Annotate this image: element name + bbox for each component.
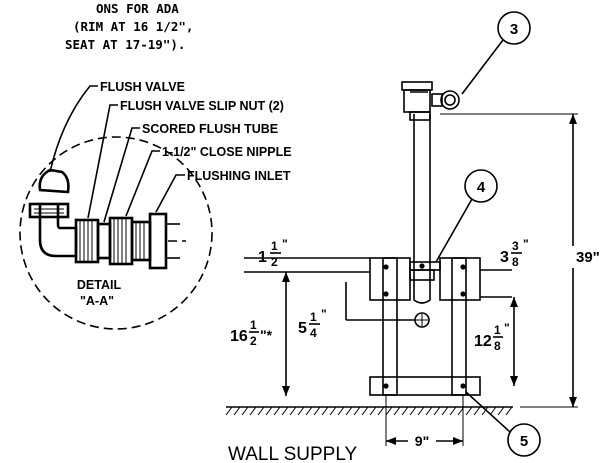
dim-3-3-8-whole: 3	[500, 249, 509, 266]
dim-supply-whole: 5	[298, 320, 307, 337]
leader-flushing-inlet	[155, 174, 185, 213]
leader-balloon-5	[465, 391, 511, 433]
leader-slip-nut	[87, 104, 118, 219]
bracket-bolts	[383, 263, 466, 389]
bracket-bottom	[369, 376, 481, 396]
svg-text:8: 8	[494, 339, 501, 353]
elevation-view: 3 4 5 39" 1 1 2 " 3 3 8 "	[225, 11, 600, 457]
callout-close-nipple: 1-1/2" CLOSE NIPPLE	[162, 145, 292, 159]
bracket-top-right	[439, 257, 481, 301]
spud-fitting	[413, 278, 431, 304]
caption-wall-supply: WALL SUPPLY	[228, 444, 358, 463]
dim-width: 9"	[415, 433, 429, 449]
flush-valve-body	[38, 168, 70, 194]
svg-text:": "	[282, 237, 288, 251]
balloon-5-label: 5	[520, 433, 528, 450]
leader-balloon-4	[435, 198, 473, 263]
svg-text:2: 2	[271, 255, 278, 269]
scored-flush-tube	[96, 222, 112, 260]
svg-text:4: 4	[310, 326, 317, 340]
svg-text:1: 1	[310, 310, 317, 324]
svg-text:"*: "*	[260, 327, 273, 343]
slip-nut-1	[74, 218, 100, 264]
detail-a-a: FLUSH VALVE FLUSH VALVE SLIP NUT (2) SCO…	[19, 80, 292, 330]
detail-title-ref: "A-A"	[80, 294, 114, 308]
bracket-top-left	[369, 257, 411, 301]
callout-flush-valve: FLUSH VALVE	[100, 80, 185, 94]
slip-nut-2	[108, 216, 134, 266]
detail-title: DETAIL	[77, 278, 122, 292]
flushometer	[401, 81, 460, 121]
svg-text:2: 2	[250, 334, 257, 348]
svg-text:1: 1	[271, 239, 278, 253]
svg-text:": "	[504, 321, 510, 335]
carrier-upright-left	[382, 257, 398, 396]
callout-scored-tube: SCORED FLUSH TUBE	[142, 122, 278, 136]
callout-slip-nut: FLUSH VALVE SLIP NUT (2)	[120, 99, 284, 113]
ada-notes: ONS FOR ADA (RIM AT 16 1/2", SEAT AT 17-…	[65, 1, 193, 52]
leader-flush-tube	[103, 127, 140, 223]
balloon-4	[464, 169, 498, 203]
detail-boundary-circle	[19, 136, 213, 330]
balloon-3	[497, 11, 531, 45]
carrier-upright-right	[451, 257, 467, 396]
leader-balloon-3	[461, 39, 504, 95]
note-line-3: SEAT AT 17-19").	[65, 37, 185, 52]
balloon-5	[507, 423, 541, 457]
spud-coupling	[409, 269, 435, 281]
leader-close-nipple	[125, 150, 160, 217]
balloon-3-label: 3	[510, 21, 518, 38]
note-line-1: ONS FOR ADA	[96, 1, 179, 16]
dim-bracket-whole: 12	[474, 333, 492, 350]
leader-flush-valve	[49, 85, 98, 173]
close-nipple	[130, 220, 152, 262]
dim-rim-whole: 16	[230, 328, 248, 345]
dim-1-1-2-whole: 1	[258, 249, 267, 266]
svg-text:": "	[321, 307, 327, 321]
balloon-4-label: 4	[477, 179, 486, 196]
callout-flushing-inlet: FLUSHING INLET	[187, 169, 291, 183]
svg-text:1: 1	[494, 323, 501, 337]
dim-39: 39"	[576, 249, 600, 266]
floor-hatch	[225, 406, 513, 416]
note-line-2: (RIM AT 16 1/2",	[73, 19, 193, 34]
svg-text:": "	[523, 237, 529, 251]
flush-valve-collar	[28, 202, 70, 219]
svg-text:1: 1	[250, 318, 257, 332]
svg-text:3: 3	[512, 239, 519, 253]
svg-text:8: 8	[512, 255, 519, 269]
flushing-inlet	[148, 212, 168, 270]
